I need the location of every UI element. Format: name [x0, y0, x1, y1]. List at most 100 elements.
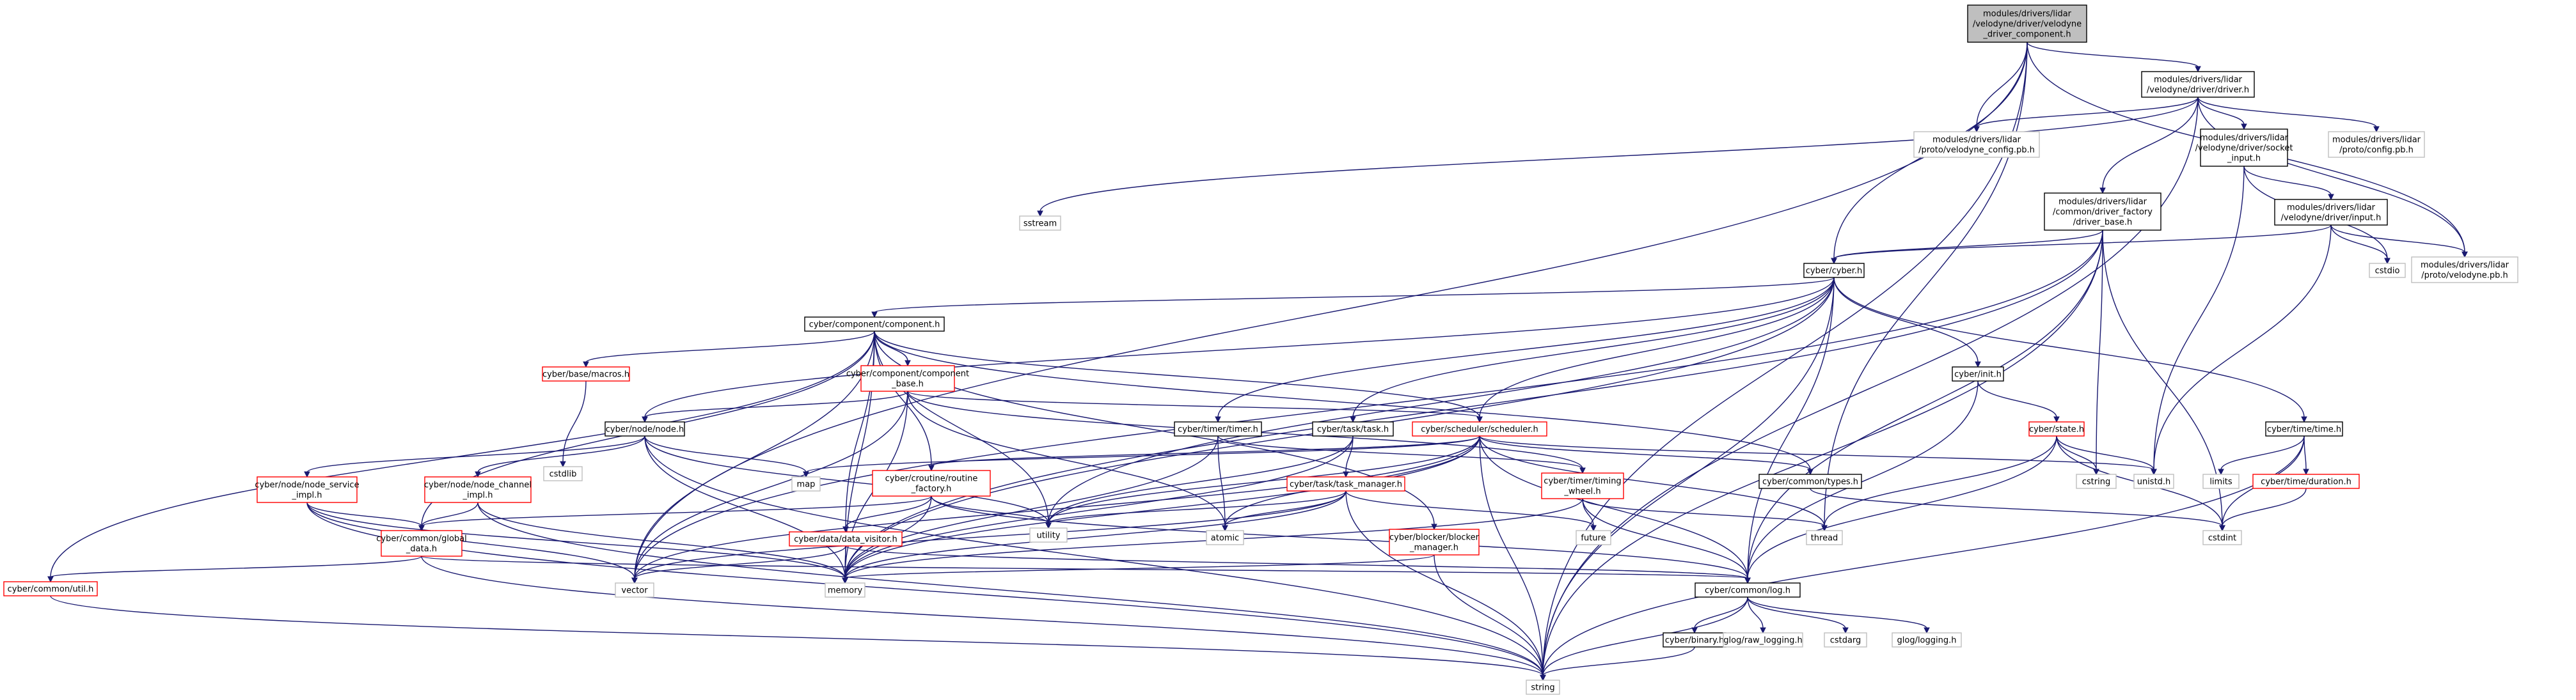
node-glog[interactable]: glog/logging.h [1892, 632, 1962, 648]
node-cstdio[interactable]: cstdio [2369, 263, 2406, 278]
node-nchan[interactable]: cyber/node/node_channel_impl.h [424, 476, 532, 503]
node-vector[interactable]: vector [615, 582, 654, 598]
node-map[interactable]: map [791, 476, 821, 492]
edge-gdata-to-util [47, 556, 422, 583]
node-cstdlib[interactable]: cstdlib [543, 466, 583, 481]
node-cstdint-box [2202, 530, 2242, 545]
node-node[interactable]: cyber/node/node.h [604, 421, 685, 437]
node-dbase-label-line-0: modules/drivers/lidar [2058, 198, 2147, 207]
node-timer[interactable]: cyber/timer/timer.h [1174, 421, 1262, 437]
node-cstdint[interactable]: cstdint [2202, 530, 2242, 545]
edge-dvisitor-to-vector [631, 545, 846, 584]
node-future[interactable]: future [1576, 530, 1611, 545]
node-cyber[interactable]: cyber/cyber.h [1803, 263, 1865, 278]
node-pcfg-label-line-1: /proto/config.pb.h [2339, 146, 2414, 155]
node-sstream[interactable]: sstream [1019, 215, 1061, 231]
node-atomic[interactable]: atomic [1206, 530, 1244, 545]
node-log-label-line-0: cyber/common/log.h [1705, 586, 1790, 596]
node-comp[interactable]: cyber/component/component.h [804, 316, 945, 332]
node-utility-box [1029, 527, 1068, 543]
node-tmgr-box [1286, 476, 1405, 492]
node-thread-label-line-0: thread [1811, 534, 1838, 543]
node-input-box [2274, 199, 2388, 226]
node-tmgr[interactable]: cyber/task/task_manager.h [1286, 476, 1405, 492]
node-twheel-box [1541, 472, 1624, 499]
node-limits-box [2202, 474, 2240, 489]
edge-state-to-unistd [2056, 435, 2157, 476]
node-state-box [2028, 421, 2085, 437]
node-sched[interactable]: cyber/scheduler/scheduler.h [1412, 421, 1547, 437]
node-cstdio-box [2369, 263, 2406, 278]
node-unistd[interactable]: unistd.h [2133, 474, 2174, 489]
edge-input-to-cyber [1831, 224, 2332, 265]
node-memory[interactable]: memory [825, 582, 865, 598]
node-cstdarg[interactable]: cstdarg [1824, 632, 1867, 648]
node-util[interactable]: cyber/common/util.h [3, 581, 98, 596]
node-time[interactable]: cyber/time/time.h [2265, 421, 2343, 437]
node-cbase[interactable]: cyber/component/component_base.h [846, 365, 969, 392]
node-nsvc-box [257, 476, 358, 503]
edge-time-to-limits [2218, 435, 2305, 476]
node-task[interactable]: cyber/task/task.h [1312, 421, 1394, 437]
node-binary[interactable]: cyber/binary.h [1663, 632, 1727, 648]
node-state[interactable]: cyber/state.h [2028, 421, 2085, 437]
node-sock-label-line-2: _input.h [2227, 154, 2261, 164]
node-string[interactable]: string [1526, 680, 1560, 695]
node-ctypes[interactable]: cyber/common/types.h [1758, 474, 1862, 489]
edge-sched-to-unistd [1479, 435, 2157, 476]
node-vpb-box [2411, 256, 2518, 283]
edge-dbase-to-cstring [2093, 229, 2103, 476]
node-nsvc[interactable]: cyber/node/node_service_impl.h [255, 476, 360, 503]
edge-dbase-to-log [1744, 229, 2103, 584]
node-sock-label-line-0: modules/drivers/lidar [2200, 134, 2289, 143]
node-dvisitor[interactable]: cyber/data/data_visitor.h [789, 531, 903, 547]
edge-drv-to-sock [2197, 97, 2247, 130]
node-vpb[interactable]: modules/drivers/lidar/proto/velodyne.pb.… [2411, 256, 2518, 283]
node-map-box [791, 476, 821, 492]
node-binary-label-line-0: cyber/binary.h [1665, 636, 1724, 646]
node-vc-box [1967, 4, 2087, 43]
node-gdata[interactable]: cyber/common/global_data.h [376, 530, 467, 557]
node-gdata-label-line-1: _data.h [406, 545, 437, 554]
node-vcfg[interactable]: modules/drivers/lidar/proto/velodyne_con… [1913, 131, 2040, 158]
node-log[interactable]: cyber/common/log.h [1695, 582, 1801, 598]
node-duration[interactable]: cyber/time/duration.h [2252, 474, 2360, 489]
node-twheel[interactable]: cyber/timer/timing_wheel.h [1541, 472, 1624, 499]
node-rawlog[interactable]: glog/raw_logging.h [1723, 632, 1803, 648]
edge-time-to-duration [2303, 435, 2309, 476]
node-dbase[interactable]: modules/drivers/lidar/common/driver_fact… [2044, 192, 2161, 231]
node-vcfg-label-line-1: /proto/velodyne_config.pb.h [1918, 146, 2035, 155]
node-cstring[interactable]: cstring [2076, 474, 2117, 489]
node-comp-box [804, 316, 945, 332]
node-dbase-label-line-2: /driver_base.h [2073, 218, 2133, 228]
node-twheel-label-line-0: cyber/timer/timing [1544, 477, 1621, 486]
node-croutine[interactable]: cyber/croutine/routine_factory.h [872, 470, 991, 497]
node-init[interactable]: cyber/init.h [1952, 366, 2004, 382]
node-drv[interactable]: modules/drivers/lidar/velodyne/driver/dr… [2141, 71, 2255, 98]
node-pcfg[interactable]: modules/drivers/lidar/proto/config.pb.h [2328, 131, 2425, 158]
node-time-box [2265, 421, 2343, 437]
node-utility[interactable]: utility [1029, 527, 1068, 543]
edge-cyber-to-utility [1045, 277, 1835, 529]
node-ctypes-label-line-0: cyber/common/types.h [1762, 478, 1858, 487]
node-comp-label-line-0: cyber/component/component.h [809, 320, 940, 330]
node-thread[interactable]: thread [1806, 530, 1843, 545]
node-blocker[interactable]: cyber/blocker/blocker_manager.h [1389, 529, 1480, 556]
node-blocker-label-line-1: _manager.h [1409, 543, 1458, 553]
node-future-label-line-0: future [1581, 534, 1606, 543]
node-input[interactable]: modules/drivers/lidar/velodyne/driver/in… [2274, 199, 2388, 226]
node-sock[interactable]: modules/drivers/lidar/velodyne/driver/so… [2195, 128, 2293, 167]
edges-layer [47, 42, 2468, 681]
node-limits[interactable]: limits [2202, 474, 2240, 489]
edge-comp-to-utility [874, 331, 1052, 529]
node-node-box [604, 421, 685, 437]
node-vc[interactable]: modules/drivers/lidar/velodyne/driver/ve… [1967, 4, 2087, 43]
node-dbase-label-line-1: /common/driver_factory [2053, 208, 2153, 217]
node-atomic-box [1206, 530, 1244, 545]
node-cbase-label-line-1: _base.h [891, 380, 924, 389]
node-memory-box [825, 582, 865, 598]
node-macros[interactable]: cyber/base/macros.h [542, 366, 630, 382]
node-gdata-label-line-0: cyber/common/global [376, 534, 466, 544]
edge-nsvc-to-gdata [306, 502, 425, 532]
node-cstdarg-box [1824, 632, 1867, 648]
